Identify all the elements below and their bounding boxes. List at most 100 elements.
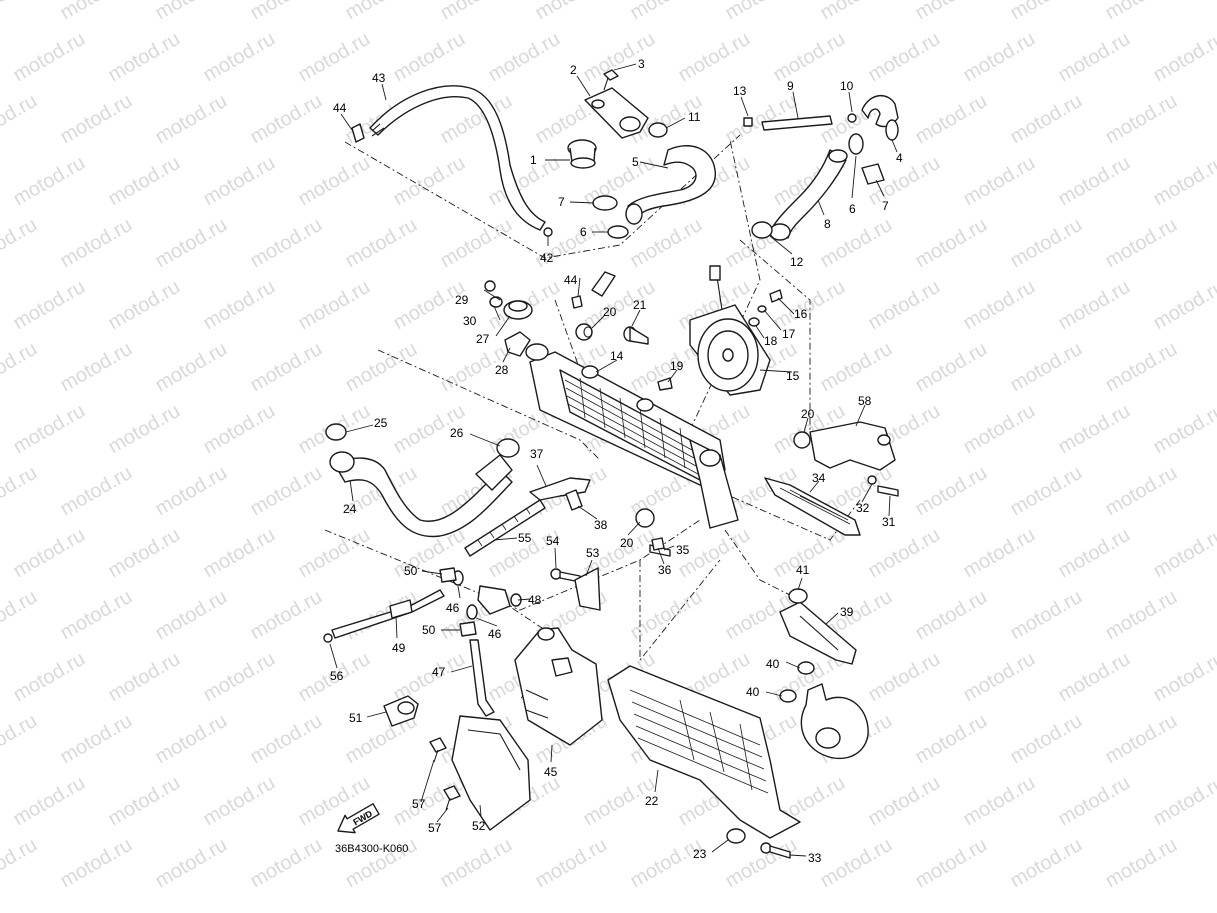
watermark-text: motod.ru	[105, 276, 184, 335]
fwd-arrow-icon: FWD	[337, 803, 380, 834]
watermark-text: motod.ru	[247, 586, 326, 645]
callout-44-top: 44	[333, 101, 347, 115]
watermark-text: motod.ru	[57, 462, 136, 521]
watermark-text: motod.ru	[152, 338, 231, 397]
callout-46-lower: 46	[488, 627, 502, 641]
hose-5	[625, 145, 716, 225]
joint-pipe-4	[861, 95, 899, 141]
callout-28: 28	[495, 363, 509, 377]
callout-31: 31	[882, 515, 896, 529]
hose-47	[469, 639, 495, 717]
callout-17: 17	[782, 327, 796, 341]
watermark-text: motod.ru	[817, 338, 896, 397]
watermark-text: motod.ru	[1102, 462, 1181, 521]
callout-57-lower: 57	[428, 821, 442, 835]
clamp-50-upper	[439, 567, 457, 583]
watermark-text: motod.ru	[960, 400, 1039, 459]
hose-8	[769, 149, 848, 241]
callout-25: 25	[374, 416, 388, 430]
watermark-text: motod.ru	[532, 0, 611, 24]
watermark-text: motod.ru	[960, 28, 1039, 87]
watermark-text: motod.ru	[865, 276, 944, 335]
watermark-text: motod.ru	[10, 400, 89, 459]
watermark-text: motod.ru	[10, 772, 89, 831]
watermark-text: motod.ru	[342, 338, 421, 397]
watermark-text: motod.ru	[770, 28, 849, 87]
watermark-text: motod.ru	[57, 0, 136, 24]
watermark-text: motod.ru	[247, 710, 326, 769]
watermark-text: motod.ru	[200, 28, 279, 87]
clamp-6-right	[848, 133, 864, 155]
clip-44-mid	[571, 295, 583, 309]
watermark-text: motod.ru	[152, 586, 231, 645]
watermark-text: motod.ru	[532, 834, 611, 893]
callout-46-upper: 46	[446, 601, 460, 615]
callout-34: 34	[812, 471, 826, 485]
watermark-text: motod.ru	[200, 152, 279, 211]
callout-7-right: 7	[882, 199, 889, 213]
watermark-text: motod.ru	[152, 710, 231, 769]
radiator-14	[529, 351, 739, 529]
watermark-text: motod.ru	[627, 0, 706, 24]
callout-3: 3	[638, 57, 645, 71]
watermark-text: motod.ru	[57, 834, 136, 893]
callout-42: 42	[540, 251, 554, 265]
callout-36: 36	[658, 563, 672, 577]
watermark-text: motod.ru	[57, 90, 136, 149]
watermark-text: motod.ru	[627, 834, 706, 893]
callout-32: 32	[856, 501, 870, 515]
watermark-text: motod.ru	[390, 28, 469, 87]
callout-50-lower: 50	[422, 623, 436, 637]
watermark-text: motod.ru	[960, 772, 1039, 831]
callout-58: 58	[858, 394, 872, 408]
hose-49	[331, 589, 445, 639]
watermark-text: motod.ru	[1055, 400, 1134, 459]
callout-51: 51	[349, 711, 363, 725]
callout-7-left: 7	[558, 195, 565, 209]
watermark-text: motod.ru	[1007, 0, 1086, 24]
diagram-code: 36B4300-K060	[335, 843, 408, 855]
callout-5: 5	[632, 155, 639, 169]
clamp-11	[648, 122, 668, 138]
callout-38: 38	[594, 518, 608, 532]
callout-44-mid: 44	[564, 273, 578, 287]
watermark-text: motod.ru	[105, 28, 184, 87]
bolt-13	[743, 117, 753, 127]
watermark-text: motod.ru	[1102, 0, 1181, 24]
watermark-text: motod.ru	[295, 28, 374, 87]
callout-21: 21	[633, 298, 647, 312]
watermark-text: motod.ru	[1150, 524, 1217, 583]
watermark-text: motod.ru	[960, 648, 1039, 707]
callout-47: 47	[432, 665, 446, 679]
radiator-cap-27	[503, 300, 533, 320]
watermark-text: motod.ru	[247, 462, 326, 521]
watermark-text: motod.ru	[912, 214, 991, 273]
watermark-text: motod.ru	[912, 586, 991, 645]
fan-15	[689, 304, 771, 396]
callout-6-left: 6	[580, 225, 587, 239]
watermark-text: motod.ru	[1007, 338, 1086, 397]
watermark-text: motod.ru	[1102, 586, 1181, 645]
watermark-text: motod.ru	[1055, 276, 1134, 335]
callout-11: 11	[688, 110, 701, 124]
watermark-text: motod.ru	[865, 524, 944, 583]
watermark-text: motod.ru	[437, 834, 516, 893]
collar-20-top	[575, 323, 593, 341]
collar-20-right	[793, 431, 811, 449]
clamp-6-left	[607, 225, 629, 239]
clip-44-top	[351, 123, 365, 143]
watermark-text: motod.ru	[0, 214, 41, 273]
watermark-text: motod.ru	[0, 710, 41, 769]
bolt-57-lower	[443, 785, 461, 811]
callout-45: 45	[544, 765, 558, 779]
watermark-text: motod.ru	[1150, 648, 1217, 707]
clamp-26	[496, 438, 520, 458]
watermark-text: motod.ru	[0, 586, 41, 645]
pipe-51	[383, 695, 419, 727]
watermark-text: motod.ru	[960, 524, 1039, 583]
watermark-text: motod.ru	[152, 834, 231, 893]
pipe-9	[761, 115, 833, 131]
bolt-31	[877, 485, 899, 497]
watermark-text: motod.ru	[1150, 276, 1217, 335]
